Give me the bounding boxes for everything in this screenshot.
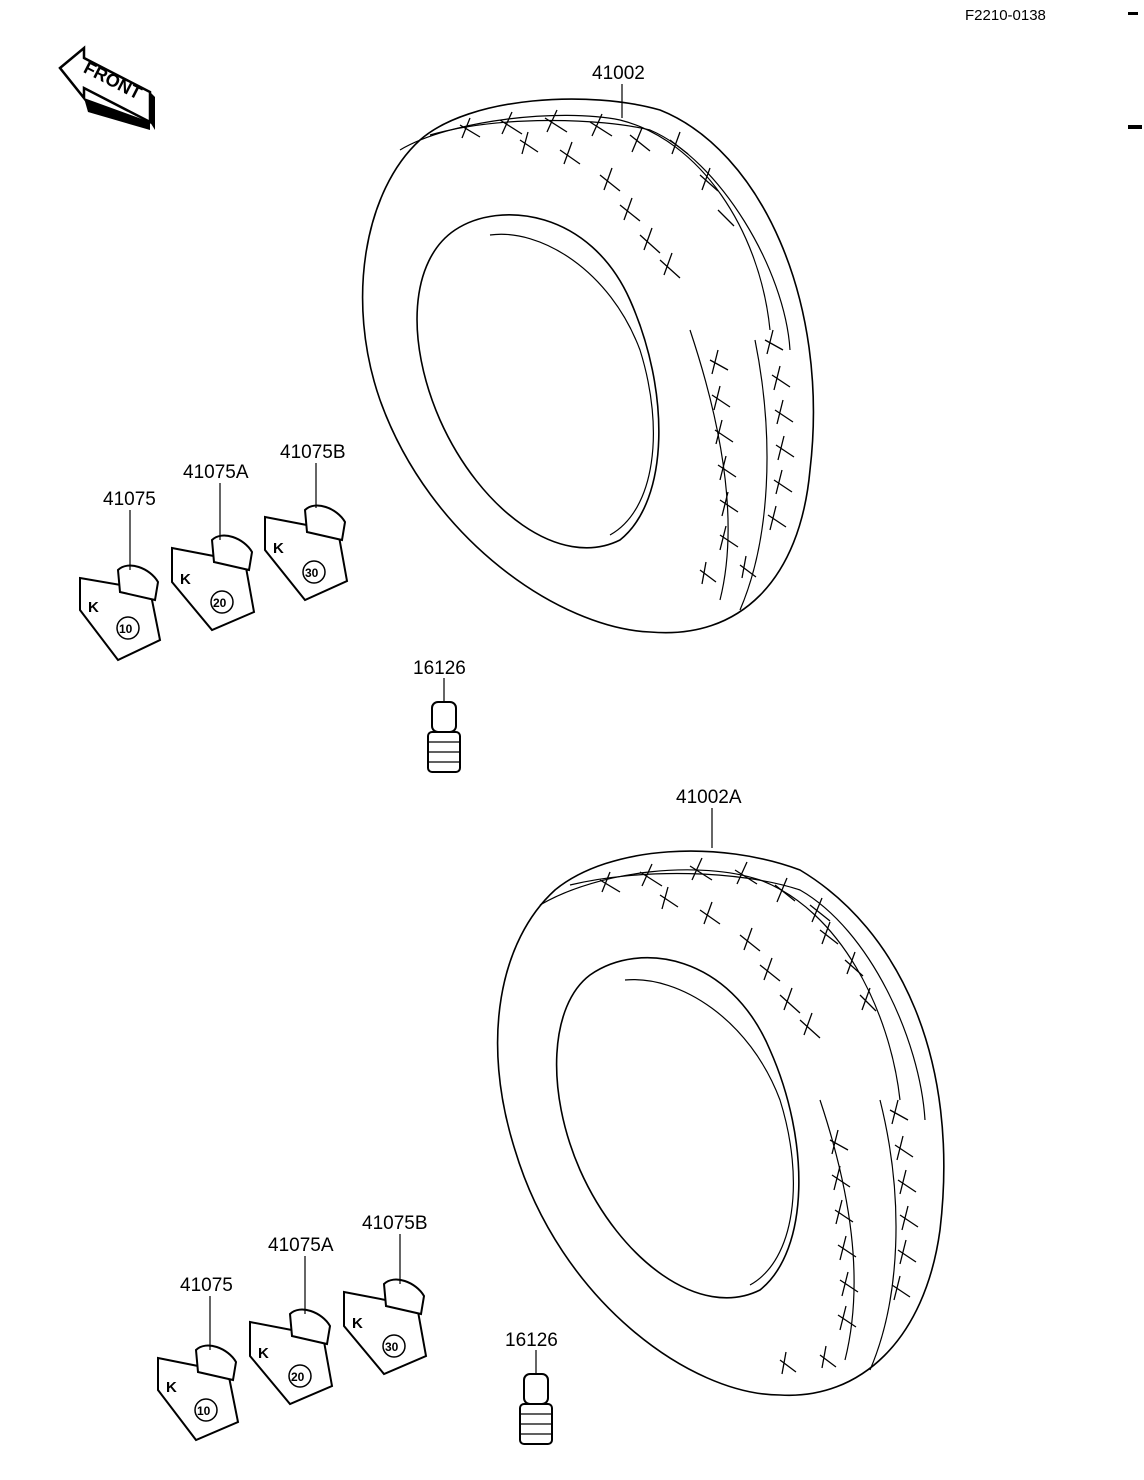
svg-text:K: K: [88, 599, 99, 616]
valve-stem-upper: [427, 701, 461, 773]
balance-weight-10-lower: K 10: [157, 1344, 240, 1442]
balance-weight-30: K 30: [264, 504, 349, 602]
svg-text:20: 20: [213, 596, 227, 610]
svg-text:10: 10: [197, 1404, 211, 1418]
svg-text:30: 30: [305, 566, 319, 580]
part-label-41075b-lower: 41075B: [362, 1213, 428, 1234]
edge-mark-top: [1128, 12, 1138, 15]
part-label-16126-lower: 16126: [505, 1330, 558, 1351]
balance-weight-10: K 10: [79, 564, 162, 662]
svg-text:20: 20: [291, 1370, 305, 1384]
part-label-41002: 41002: [592, 63, 645, 84]
part-label-41075-lower: 41075: [180, 1275, 233, 1296]
svg-text:K: K: [273, 540, 284, 557]
svg-text:K: K: [166, 1379, 177, 1396]
tire-upper: [361, 98, 815, 634]
svg-text:K: K: [352, 1315, 363, 1332]
tire-lower: [496, 850, 945, 1397]
svg-text:10: 10: [119, 622, 133, 636]
part-label-41075b-upper: 41075B: [280, 442, 346, 463]
balance-weight-30-lower: K 30: [343, 1278, 428, 1376]
balance-weight-20-lower: K 20: [249, 1308, 334, 1406]
valve-stem-lower: [519, 1373, 553, 1445]
front-arrow-icon: FRONT: [58, 45, 155, 130]
svg-text:K: K: [258, 1345, 269, 1362]
svg-text:30: 30: [385, 1340, 399, 1354]
part-label-41002a: 41002A: [676, 787, 742, 808]
balance-weight-20: K 20: [171, 534, 256, 632]
part-label-41075a-lower: 41075A: [268, 1235, 334, 1256]
part-label-41075-upper: 41075: [103, 489, 156, 510]
drawing-code: F2210-0138: [965, 7, 1046, 24]
part-label-41075a-upper: 41075A: [183, 462, 249, 483]
edge-mark-mid: [1128, 125, 1142, 129]
svg-text:K: K: [180, 571, 191, 588]
part-label-16126-upper: 16126: [413, 658, 466, 679]
